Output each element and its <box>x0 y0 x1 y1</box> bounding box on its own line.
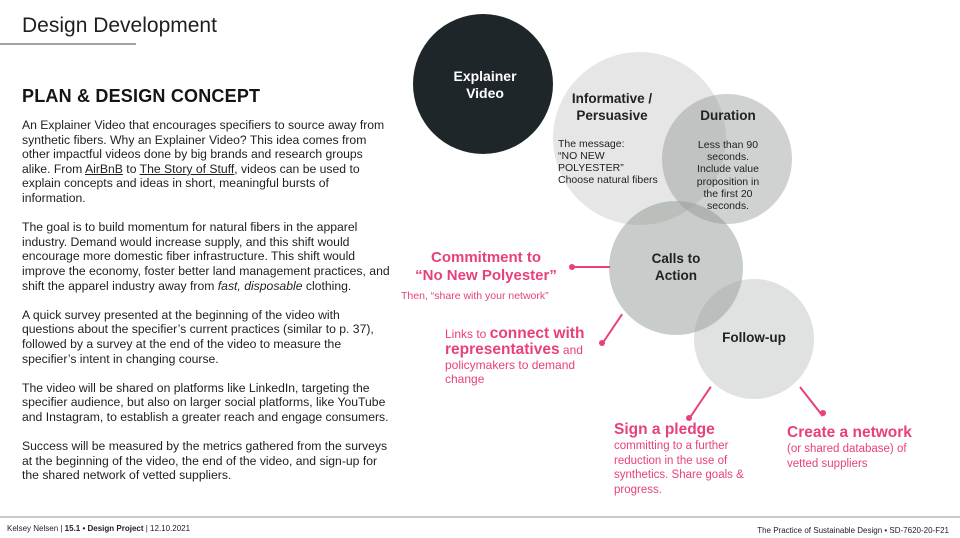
text-emphasis: fast, disposable <box>217 278 303 293</box>
detail-line: seconds. <box>706 200 750 213</box>
commitment-callout: Commitment to “No New Polyester” <box>400 249 572 285</box>
connector-dot <box>599 340 605 346</box>
footer-author: Kelsey Nelsen | 15.1 • Design Project | … <box>7 524 190 533</box>
page-title: Design Development <box>22 14 217 37</box>
footer-course: The Practice of Sustainable Design • SD-… <box>757 526 949 535</box>
explainer-video-label: Explainer Video <box>430 68 540 102</box>
footer-project: 15.1 • Design Project <box>64 524 144 533</box>
callout-text: reduction in the use of <box>614 454 728 467</box>
callout-text: change <box>445 372 485 386</box>
detail-line: Include value <box>697 163 759 176</box>
body-text: An Explainer Video that encourages speci… <box>22 118 394 497</box>
callout-text: Links to <box>445 327 490 341</box>
paragraph-goal: The goal is to build momentum for natura… <box>22 220 394 293</box>
footer-date: | 12.10.2021 <box>143 524 191 533</box>
label-line: Persuasive <box>576 108 648 123</box>
section-heading: PLAN & DESIGN CONCEPT <box>22 86 261 106</box>
callout-text: progress. <box>614 483 662 496</box>
connector-dot <box>820 410 826 416</box>
explainer-video-circle <box>413 14 553 154</box>
informative-message: The message: “NO NEW POLYESTER” Choose n… <box>558 138 658 186</box>
pledge-callout: Sign a pledge committing to a further re… <box>614 420 774 497</box>
label-line: Explainer <box>453 68 517 84</box>
paragraph-platforms: The video will be shared on platforms li… <box>22 380 389 424</box>
duration-title: Duration <box>700 108 756 123</box>
callout-text: (or shared database) of <box>787 443 907 455</box>
callout-line: Commitment to <box>431 249 541 266</box>
footer-text: Kelsey Nelsen | <box>7 524 65 533</box>
connector-line <box>688 386 712 420</box>
callout-emphasis: representatives <box>445 341 560 358</box>
connector-dot <box>686 415 692 421</box>
message-line: The message: <box>558 138 625 150</box>
text-span: , videos can be used to explain concepts… <box>22 161 360 205</box>
duration-details: Less than 90 seconds. Include value prop… <box>672 139 784 212</box>
duration-circle <box>662 94 792 224</box>
callout-text: vetted suppliers <box>787 457 868 470</box>
text-span: clothing. <box>302 278 352 293</box>
airbnb-link[interactable]: AirBnB <box>84 161 123 176</box>
follow-up-circle <box>694 279 814 399</box>
network-callout: Create a network (or shared database) of… <box>787 423 957 471</box>
calls-to-action-label: Calls to Action <box>621 250 731 284</box>
text-span: to <box>122 161 140 176</box>
story-of-stuff-link[interactable]: The Story of Stuff <box>139 161 235 176</box>
paragraph-intro: An Explainer Video that encourages speci… <box>22 118 394 206</box>
label-line: Calls to <box>651 251 701 266</box>
callout-line: “No New Polyester” <box>415 267 557 284</box>
label-line: Informative / <box>571 91 653 106</box>
paragraph-survey: A quick survey presented at the beginnin… <box>22 307 374 366</box>
informative-circle <box>553 52 726 225</box>
callout-emphasis: connect with <box>489 325 585 342</box>
follow-up-label: Follow-up <box>722 330 786 345</box>
detail-line: proposition in <box>696 175 760 188</box>
links-callout: Links to connect with representatives an… <box>445 325 605 387</box>
label-line: Action <box>655 268 697 283</box>
detail-line: Less than 90 <box>697 139 759 151</box>
callout-text: synthetics. Share goals & <box>614 469 744 481</box>
detail-line: the first 20 <box>703 187 753 200</box>
callout-title: Sign a pledge <box>614 421 715 438</box>
calls-to-action-circle <box>609 201 743 335</box>
text-span: The goal is to build momentum for natura… <box>22 220 390 293</box>
message-line: Choose natural fibers <box>558 174 658 186</box>
footer-divider <box>0 516 960 518</box>
label-line: Video <box>466 85 504 101</box>
paragraph-success: Success will be measured by the metrics … <box>22 439 388 483</box>
callout-text: policymakers to demand <box>445 358 576 372</box>
text-span: An Explainer Video that encourages speci… <box>22 118 385 176</box>
commitment-subtext: Then, “share with your network” <box>401 290 549 302</box>
header-divider <box>0 43 136 45</box>
detail-line: seconds. <box>706 151 750 164</box>
callout-text: and <box>559 343 583 357</box>
message-line: “NO NEW <box>558 150 605 162</box>
connector-dot <box>569 264 575 270</box>
callout-title: Create a network <box>787 424 912 441</box>
callout-text: committing to a further <box>614 440 729 452</box>
informative-title: Informative / Persuasive <box>553 90 671 124</box>
connector-line <box>572 266 610 268</box>
message-line: POLYESTER” <box>558 162 624 174</box>
